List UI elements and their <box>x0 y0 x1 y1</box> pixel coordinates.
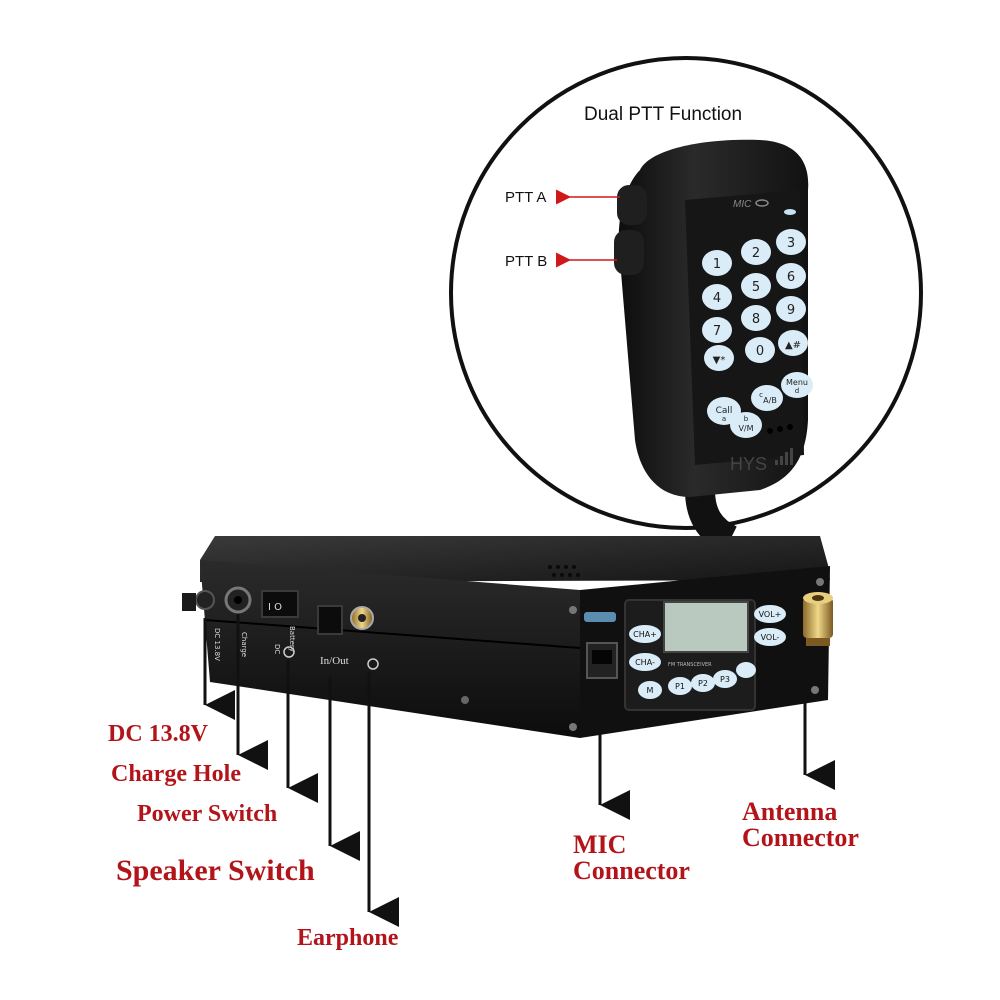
dc-jack <box>195 590 215 610</box>
lcd-display <box>663 601 749 653</box>
key-star: ▼* <box>713 355 726 366</box>
panel-label-in-out: In/Out <box>320 655 349 667</box>
key-3: 3 <box>787 236 795 251</box>
p1-button <box>668 677 692 695</box>
p3-button <box>713 670 737 688</box>
power-button <box>736 662 756 678</box>
mic-brand-logo: HYS <box>730 454 767 474</box>
vol-up-button <box>754 605 786 623</box>
svg-text:VOL-: VOL- <box>761 633 780 642</box>
label-earphone: Earphone <box>297 925 399 951</box>
label-power-switch: Power Switch <box>137 801 278 827</box>
key-6: 6 <box>787 270 795 285</box>
label-mic-connector-line1: MIC <box>573 830 627 859</box>
hand-microphone: 1 2 3 4 5 6 7 8 9 ▼* 0 ▲# Call a b V/M c… <box>614 139 813 554</box>
label-mic-connector-line2: Connector <box>573 856 690 885</box>
p2-button <box>691 674 715 692</box>
key-call: Call <box>716 406 733 416</box>
key-1: 1 <box>713 257 721 272</box>
vol-down-button <box>754 628 786 646</box>
key-vm-top: b <box>744 415 749 423</box>
panel-label-charge: Charge <box>240 632 248 657</box>
antenna-connector-part <box>803 592 833 646</box>
panel-label-battery: Battery <box>288 626 296 652</box>
key-5: 5 <box>752 280 760 295</box>
key-4: 4 <box>713 291 721 306</box>
mic-hole-label: MIC <box>733 199 752 210</box>
ptt-a-label: PTT A <box>505 189 547 206</box>
svg-text:CHA+: CHA+ <box>633 630 657 639</box>
svg-text:P3: P3 <box>720 675 730 684</box>
label-dc-13-8v: DC 13.8V <box>108 721 208 747</box>
key-ab: A/B <box>763 396 777 405</box>
cha-down-button <box>629 653 661 671</box>
label-antenna-connector-line1: Antenna <box>742 797 838 826</box>
key-ab-sub: c <box>759 391 763 399</box>
svg-text:VOL+: VOL+ <box>759 610 782 619</box>
mobile-radio: I O DC 13.8V Charge Battery DC In/Out FM… <box>182 536 833 738</box>
key-7: 7 <box>713 324 721 339</box>
key-8: 8 <box>752 312 760 327</box>
key-call-sub: a <box>722 415 726 423</box>
front-model-text: FM TRANSCEIVER <box>668 662 712 668</box>
ptt-b-label: PTT B <box>505 253 548 270</box>
label-speaker-switch: Speaker Switch <box>116 854 315 887</box>
label-charge-hole: Charge Hole <box>111 761 241 787</box>
label-antenna-connector-line2: Connector <box>742 823 859 852</box>
power-switch-rocker <box>261 590 299 618</box>
mic-keypad <box>702 229 813 438</box>
key-vm: V/M <box>738 424 753 433</box>
key-menu: Menu <box>786 378 808 387</box>
speaker-switch-rocker <box>317 605 343 635</box>
svg-text:CHA-: CHA- <box>635 658 655 667</box>
svg-text:P1: P1 <box>675 682 685 691</box>
svg-text:M: M <box>647 686 654 695</box>
panel-label-dc: DC 13.8V <box>213 628 221 661</box>
key-0: 0 <box>756 344 764 359</box>
svg-text:P2: P2 <box>698 679 708 688</box>
callout-title: Dual PTT Function <box>584 104 743 125</box>
cha-up-button <box>629 625 661 643</box>
m-button <box>638 681 662 699</box>
key-hash: ▲# <box>785 340 801 351</box>
panel-label-dc2: DC <box>273 644 281 654</box>
svg-text:I O: I O <box>268 602 282 613</box>
key-9: 9 <box>787 303 795 318</box>
key-menu-sub: d <box>795 387 799 395</box>
key-2: 2 <box>752 246 760 261</box>
